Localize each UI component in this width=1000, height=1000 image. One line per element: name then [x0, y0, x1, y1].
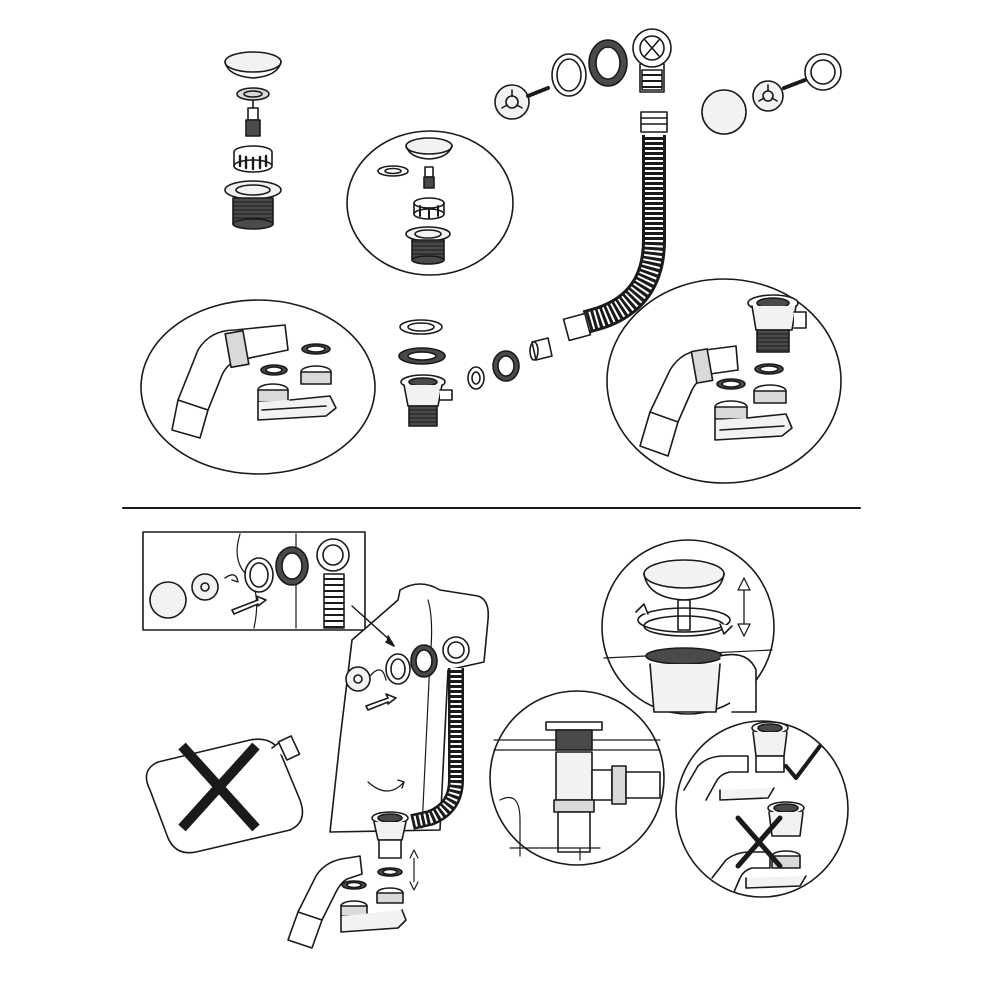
gasket-icon — [551, 53, 587, 97]
corrugated-hose-icon — [562, 111, 668, 342]
seal-ring-icon — [588, 39, 628, 87]
elbow-pipe-icon — [639, 345, 739, 457]
inset-overflow-detail — [142, 531, 366, 631]
rotation-arrow-icon — [635, 603, 733, 637]
gasket-icon — [716, 363, 784, 390]
cover-plate-icon — [149, 581, 187, 619]
nut-icon — [492, 350, 520, 382]
cap-icon — [224, 51, 282, 79]
overflow-elbow-icon — [632, 28, 672, 93]
threaded-body-icon — [405, 226, 451, 265]
elbow-pipe-icon — [171, 324, 289, 439]
flexible-hose-icon — [410, 668, 464, 830]
trap-icon — [287, 855, 407, 949]
arrow-icon — [224, 574, 267, 615]
circle-cap-adjust — [601, 539, 775, 715]
vertical-arrow-icon — [737, 577, 751, 637]
washer-icon — [377, 165, 409, 177]
gasket-icon — [260, 343, 331, 376]
vertical-arrow-icon — [409, 849, 419, 891]
cross-mark-icon — [178, 742, 260, 832]
strainer-body-icon — [400, 374, 453, 427]
bathtub-assembly — [287, 583, 490, 949]
overflow-elbow-icon — [316, 538, 350, 629]
nut-icon — [714, 384, 787, 420]
overflow-assembly — [494, 28, 842, 135]
gasket-icon — [467, 366, 485, 390]
overflow-assembly-icon — [345, 636, 470, 711]
check-mark-icon — [784, 744, 822, 780]
screw-icon — [782, 78, 807, 90]
circle-correct-incorrect — [675, 720, 849, 898]
threaded-body-icon — [224, 180, 282, 230]
strainer-body-icon — [747, 294, 807, 353]
trap-body-icon — [257, 395, 337, 421]
spring-mechanism-icon — [245, 99, 261, 137]
trap-body-icon — [714, 413, 793, 441]
prohibited-item — [145, 735, 304, 854]
gasket-icon — [244, 546, 309, 593]
cap-icon — [405, 137, 453, 160]
cross-nut-icon — [494, 84, 530, 120]
drain-icon — [371, 811, 409, 859]
drain-parts — [398, 319, 553, 427]
circle-trap-right — [606, 278, 842, 484]
rotation-arrow-icon — [367, 779, 405, 792]
circle-trap-left — [140, 299, 376, 475]
circle-detail-plug — [346, 130, 514, 276]
circle-cross-section — [489, 690, 665, 866]
spring-mechanism-icon — [423, 166, 435, 189]
seal-ring-icon — [236, 87, 270, 101]
cross-mark-icon — [735, 815, 783, 869]
coupling-icon — [529, 337, 553, 361]
basket-strainer-icon — [233, 145, 273, 173]
screw-icon — [526, 86, 550, 98]
cross-section-icon — [493, 721, 661, 861]
basket-strainer-icon — [413, 197, 445, 220]
gasket-icon — [804, 53, 842, 91]
cover-plate-icon — [701, 89, 747, 135]
gasket-icon — [398, 347, 446, 365]
cross-nut-icon — [191, 573, 219, 601]
flange-ring-icon — [399, 319, 443, 335]
cross-nut-icon — [752, 80, 784, 112]
exploded-plug-assembly — [224, 51, 282, 230]
